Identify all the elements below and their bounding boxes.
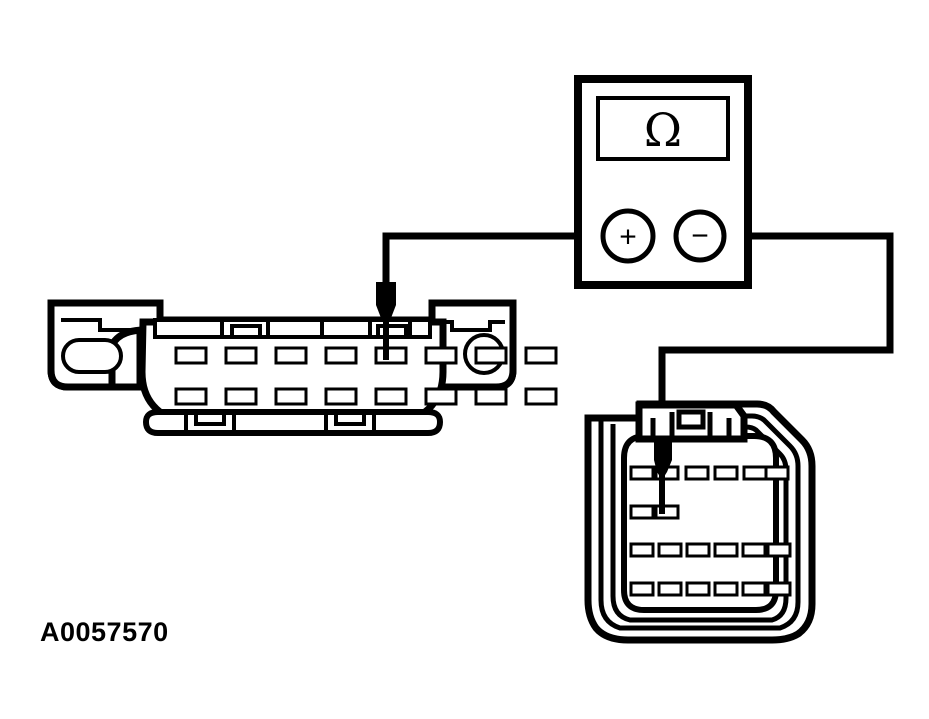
- positive-jack[interactable]: [600, 208, 656, 264]
- left-flange-notch: [61, 318, 145, 332]
- terminal-r3-4[interactable]: [713, 542, 739, 558]
- terminal-r1-5[interactable]: [742, 465, 768, 481]
- terminal-bottom-4[interactable]: [324, 387, 358, 406]
- terminal-top-3[interactable]: [274, 346, 308, 365]
- meter-display: [596, 96, 730, 161]
- terminal-r3-2[interactable]: [657, 542, 683, 558]
- terminal-r2-1[interactable]: [629, 504, 655, 520]
- terminal-r4-6[interactable]: [766, 581, 792, 597]
- terminal-r4-2[interactable]: [657, 581, 683, 597]
- locking-tab[interactable]: [635, 401, 748, 443]
- terminal-top-1[interactable]: [174, 346, 208, 365]
- ohmmeter[interactable]: Ω + −: [574, 75, 752, 289]
- terminal-bottom-5[interactable]: [374, 387, 408, 406]
- terminal-row-4[interactable]: [629, 581, 792, 597]
- terminal-r1-3[interactable]: [684, 465, 710, 481]
- terminal-r1-6[interactable]: [764, 465, 790, 481]
- terminal-r3-3[interactable]: [685, 542, 711, 558]
- terminal-row-2[interactable]: [629, 504, 680, 520]
- terminal-r1-4[interactable]: [713, 465, 739, 481]
- terminal-bottom-1[interactable]: [174, 387, 208, 406]
- negative-jack-label: −: [691, 220, 709, 253]
- lower-skirt-notch-1: [194, 411, 226, 426]
- terminal-bottom-7[interactable]: [474, 387, 508, 406]
- terminal-bottom-3[interactable]: [274, 387, 308, 406]
- terminal-bottom-2[interactable]: [224, 387, 258, 406]
- terminal-top-2[interactable]: [224, 346, 258, 365]
- locking-tab-window: [676, 409, 706, 430]
- terminal-bottom-6[interactable]: [424, 387, 458, 406]
- probe-body: [376, 282, 396, 326]
- probe-body: [654, 436, 672, 480]
- negative-lead-wire: [658, 232, 894, 436]
- terminal-r4-4[interactable]: [713, 581, 739, 597]
- terminal-r1-1[interactable]: [629, 465, 655, 481]
- lower-skirt-notch-2: [334, 411, 366, 426]
- terminal-top-8[interactable]: [524, 346, 558, 365]
- positive-test-probe[interactable]: [376, 282, 396, 360]
- figure-id-label: A0057570: [40, 617, 169, 647]
- terminal-r4-3[interactable]: [685, 581, 711, 597]
- positive-jack-label: +: [619, 221, 637, 254]
- data-link-connector[interactable]: [47, 282, 558, 436]
- connector-shell-contour-2: [598, 413, 801, 631]
- test-leads: [382, 232, 894, 436]
- top-terminal-row[interactable]: [174, 346, 558, 365]
- terminal-top-7[interactable]: [474, 346, 508, 365]
- terminal-r3-1[interactable]: [629, 542, 655, 558]
- ohm-symbol: Ω: [644, 103, 682, 157]
- probe-tip: [659, 470, 665, 514]
- upper-rail-notch-2: [376, 324, 408, 339]
- negative-test-probe[interactable]: [654, 436, 672, 514]
- lower-skirt-strip: [142, 409, 444, 436]
- terminal-top-5[interactable]: [374, 346, 408, 365]
- terminal-row-3[interactable]: [629, 542, 792, 558]
- terminal-top-4[interactable]: [324, 346, 358, 365]
- terminal-row-1[interactable]: [629, 465, 790, 481]
- upper-rail-notch-1: [230, 324, 262, 339]
- negative-jack[interactable]: [673, 209, 727, 263]
- right-flange-notch: [432, 320, 505, 332]
- terminal-r3-6[interactable]: [766, 542, 792, 558]
- probe-tip: [383, 322, 389, 360]
- positive-lead-wire: [382, 232, 578, 282]
- locking-tab-ribs: [650, 412, 732, 437]
- terminal-r4-5[interactable]: [741, 581, 767, 597]
- terminal-r4-1[interactable]: [629, 581, 655, 597]
- terminal-top-6[interactable]: [424, 346, 458, 365]
- terminal-r3-5[interactable]: [741, 542, 767, 558]
- lower-skirt: [142, 409, 444, 436]
- terminal-bottom-8[interactable]: [524, 387, 558, 406]
- left-mounting-hole: [61, 338, 123, 374]
- connector-shell-contour-3: [610, 424, 789, 623]
- harness-connector[interactable]: [584, 400, 816, 644]
- bottom-terminal-row[interactable]: [174, 387, 558, 406]
- upper-rail: [153, 318, 432, 339]
